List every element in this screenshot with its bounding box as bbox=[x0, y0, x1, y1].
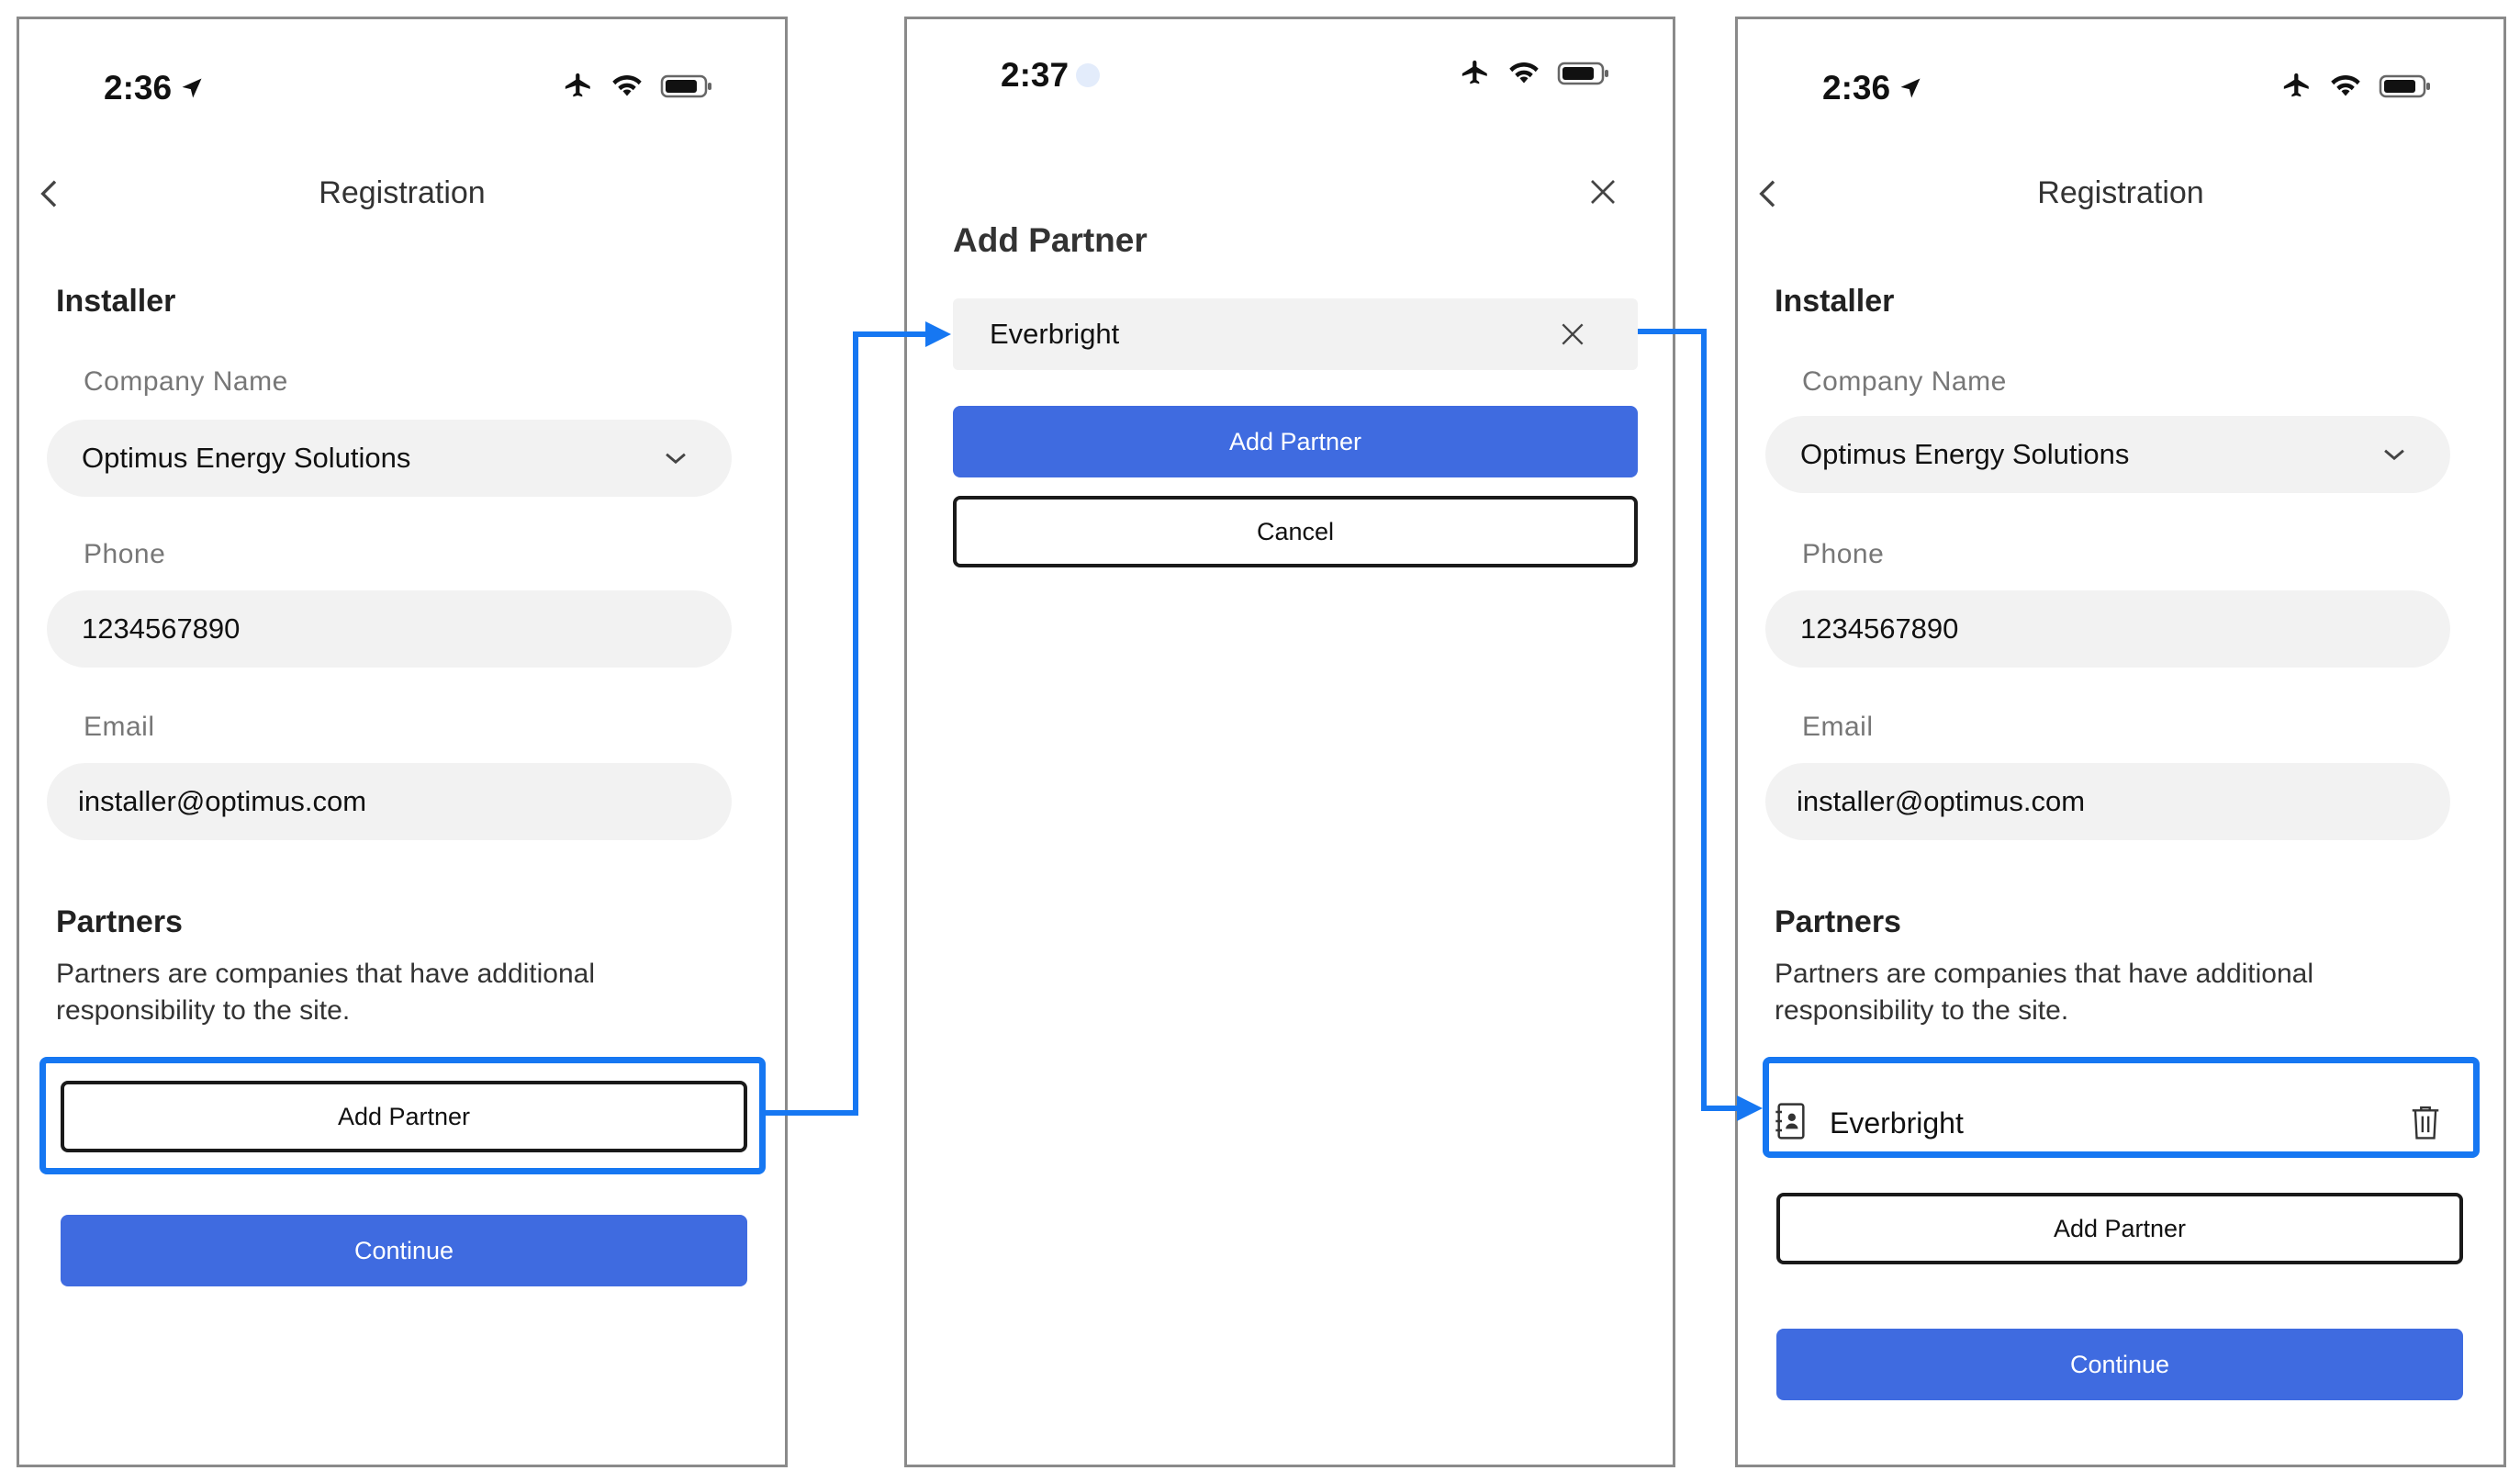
partner-name-input-value: Everbright bbox=[990, 318, 1120, 350]
add-partner-button[interactable]: Add Partner bbox=[953, 406, 1638, 477]
close-icon[interactable] bbox=[1586, 175, 1619, 208]
status-icons bbox=[563, 71, 713, 102]
email-label: Email bbox=[84, 712, 155, 742]
wifi-icon bbox=[612, 75, 642, 96]
phone-label: Phone bbox=[1802, 539, 1885, 569]
email-field[interactable]: installer@optimus.com bbox=[47, 763, 732, 840]
back-chevron-icon[interactable] bbox=[1751, 175, 1787, 212]
email-label: Email bbox=[1802, 712, 1874, 742]
airplane-icon bbox=[565, 73, 590, 97]
status-time-text: 2:36 bbox=[104, 69, 173, 107]
phone-value: 1234567890 bbox=[1800, 612, 1959, 645]
connector-to-modal bbox=[766, 331, 925, 1116]
phone-value: 1234567890 bbox=[82, 612, 241, 645]
partner-list-item[interactable]: Everbright bbox=[1765, 1081, 2472, 1163]
phone-field[interactable]: 1234567890 bbox=[47, 590, 732, 668]
partners-section-title: Partners bbox=[56, 904, 183, 939]
screen-add-partner-modal: 2:37 Add Partner Everbright Add Partner … bbox=[904, 17, 1675, 1467]
chevron-down-icon bbox=[666, 453, 686, 465]
recording-indicator bbox=[1076, 63, 1101, 87]
page-title: Registration bbox=[2037, 175, 2204, 210]
modal-title: Add Partner bbox=[953, 221, 1148, 259]
back-chevron-icon[interactable] bbox=[32, 175, 69, 212]
status-time-text: 2:37 bbox=[1001, 56, 1070, 94]
phone-field[interactable]: 1234567890 bbox=[1765, 590, 2450, 668]
page-title: Registration bbox=[319, 175, 486, 210]
email-value: installer@optimus.com bbox=[78, 785, 367, 817]
location-arrow-icon bbox=[1900, 78, 1921, 98]
partners-section-title: Partners bbox=[1775, 904, 1901, 939]
airplane-icon bbox=[2283, 73, 2309, 97]
email-field[interactable]: installer@optimus.com bbox=[1765, 763, 2450, 840]
email-value: installer@optimus.com bbox=[1797, 785, 2086, 817]
wifi-icon bbox=[2331, 75, 2360, 96]
battery-icon bbox=[660, 74, 711, 98]
chevron-down-icon bbox=[2384, 449, 2404, 461]
wifi-icon bbox=[1509, 62, 1539, 84]
phone-label: Phone bbox=[84, 539, 166, 569]
screen-registration-before: 2:36 Registration Installer Company Name… bbox=[17, 17, 788, 1467]
clear-icon[interactable] bbox=[1558, 320, 1587, 349]
company-name-select[interactable]: Optimus Energy Solutions bbox=[1765, 416, 2450, 493]
status-icons bbox=[1460, 58, 1610, 89]
partner-name-input[interactable]: Everbright bbox=[953, 298, 1638, 370]
airplane-icon bbox=[1462, 60, 1487, 84]
status-time: 2:36 bbox=[104, 69, 205, 107]
partner-name: Everbright bbox=[1830, 1106, 1964, 1140]
continue-button[interactable]: Continue bbox=[61, 1215, 747, 1286]
continue-button[interactable]: Continue bbox=[1776, 1329, 2463, 1400]
add-partner-button[interactable]: Add Partner bbox=[61, 1081, 747, 1152]
partners-description: Partners are companies that have additio… bbox=[1775, 959, 2314, 1026]
status-icons bbox=[2281, 71, 2432, 102]
contact-book-icon bbox=[1775, 1103, 1805, 1140]
company-name-value: Optimus Energy Solutions bbox=[82, 442, 411, 474]
cancel-button[interactable]: Cancel bbox=[953, 496, 1638, 567]
highlight-add-partner bbox=[39, 1057, 766, 1174]
installer-section-title: Installer bbox=[1775, 284, 1895, 319]
screen-registration-after: 2:36 Registration Installer Company Name… bbox=[1735, 17, 2506, 1467]
battery-icon bbox=[1557, 62, 1608, 85]
company-name-value: Optimus Energy Solutions bbox=[1800, 438, 2130, 470]
company-name-label: Company Name bbox=[84, 366, 288, 397]
location-arrow-icon bbox=[182, 78, 202, 98]
installer-section-title: Installer bbox=[56, 284, 176, 319]
add-partner-button[interactable]: Add Partner bbox=[1776, 1193, 2463, 1264]
company-name-label: Company Name bbox=[1802, 366, 2007, 397]
partners-description: Partners are companies that have additio… bbox=[56, 959, 596, 1026]
status-time-text: 2:36 bbox=[1822, 69, 1891, 107]
status-time: 2:36 bbox=[1822, 69, 1923, 107]
status-time: 2:37 bbox=[1001, 56, 1101, 95]
highlight-partner-item bbox=[1763, 1057, 2480, 1158]
company-name-select[interactable]: Optimus Energy Solutions bbox=[47, 420, 732, 497]
battery-icon bbox=[2379, 74, 2430, 98]
trash-icon[interactable] bbox=[2408, 1103, 2443, 1141]
